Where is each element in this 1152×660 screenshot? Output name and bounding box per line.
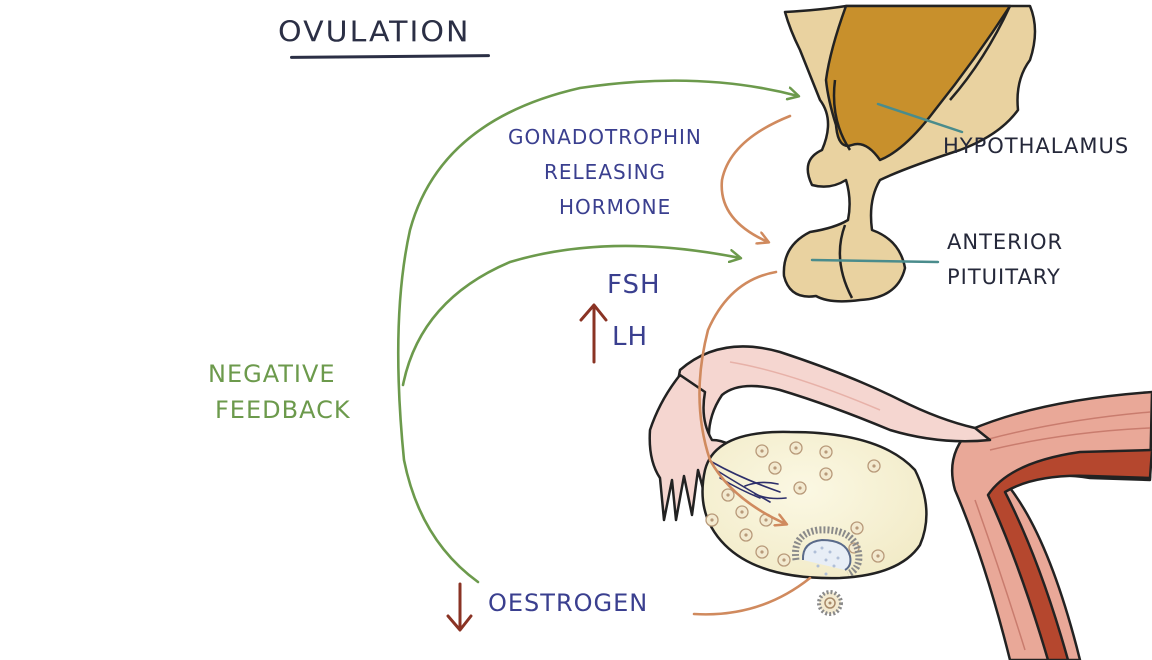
gnrh-label-line3: HORMONE — [559, 195, 672, 219]
diagram-title: OVULATION — [278, 15, 471, 50]
anterior-pituitary-label-line1: ANTERIOR — [947, 230, 1064, 254]
hypothalamus-pituitary — [782, 4, 1037, 303]
negative-feedback-arrows — [396, 79, 798, 584]
gnrh-label-line2: RELEASING — [544, 160, 667, 184]
graafian-follicle — [791, 526, 863, 578]
hormone-arrows — [692, 114, 812, 616]
negative-feedback-label-line1: NEGATIVE — [208, 360, 336, 388]
negative-feedback-label-line2: FEEDBACK — [215, 396, 351, 424]
hypothalamus-label: HYPOTHALAMUS — [943, 134, 1130, 158]
gnrh-label-line1: GONADOTROPHIN — [508, 125, 702, 149]
trend-arrows — [446, 303, 608, 632]
pituitary-pointer — [810, 258, 940, 264]
ovary — [701, 430, 928, 616]
uterus — [950, 390, 1152, 660]
fallopian-tube — [648, 345, 992, 522]
fsh-label: FSH — [607, 270, 661, 300]
oestrogen-label: OESTROGEN — [488, 589, 649, 617]
hypothalamus-pointer — [876, 102, 964, 134]
released-oocyte — [817, 590, 843, 616]
lh-label: LH — [612, 322, 649, 352]
oestrogen-down-arrow — [446, 582, 473, 632]
fsh-lh-up-arrow — [579, 303, 608, 364]
anterior-pituitary-label-line2: PITUITARY — [947, 265, 1061, 289]
